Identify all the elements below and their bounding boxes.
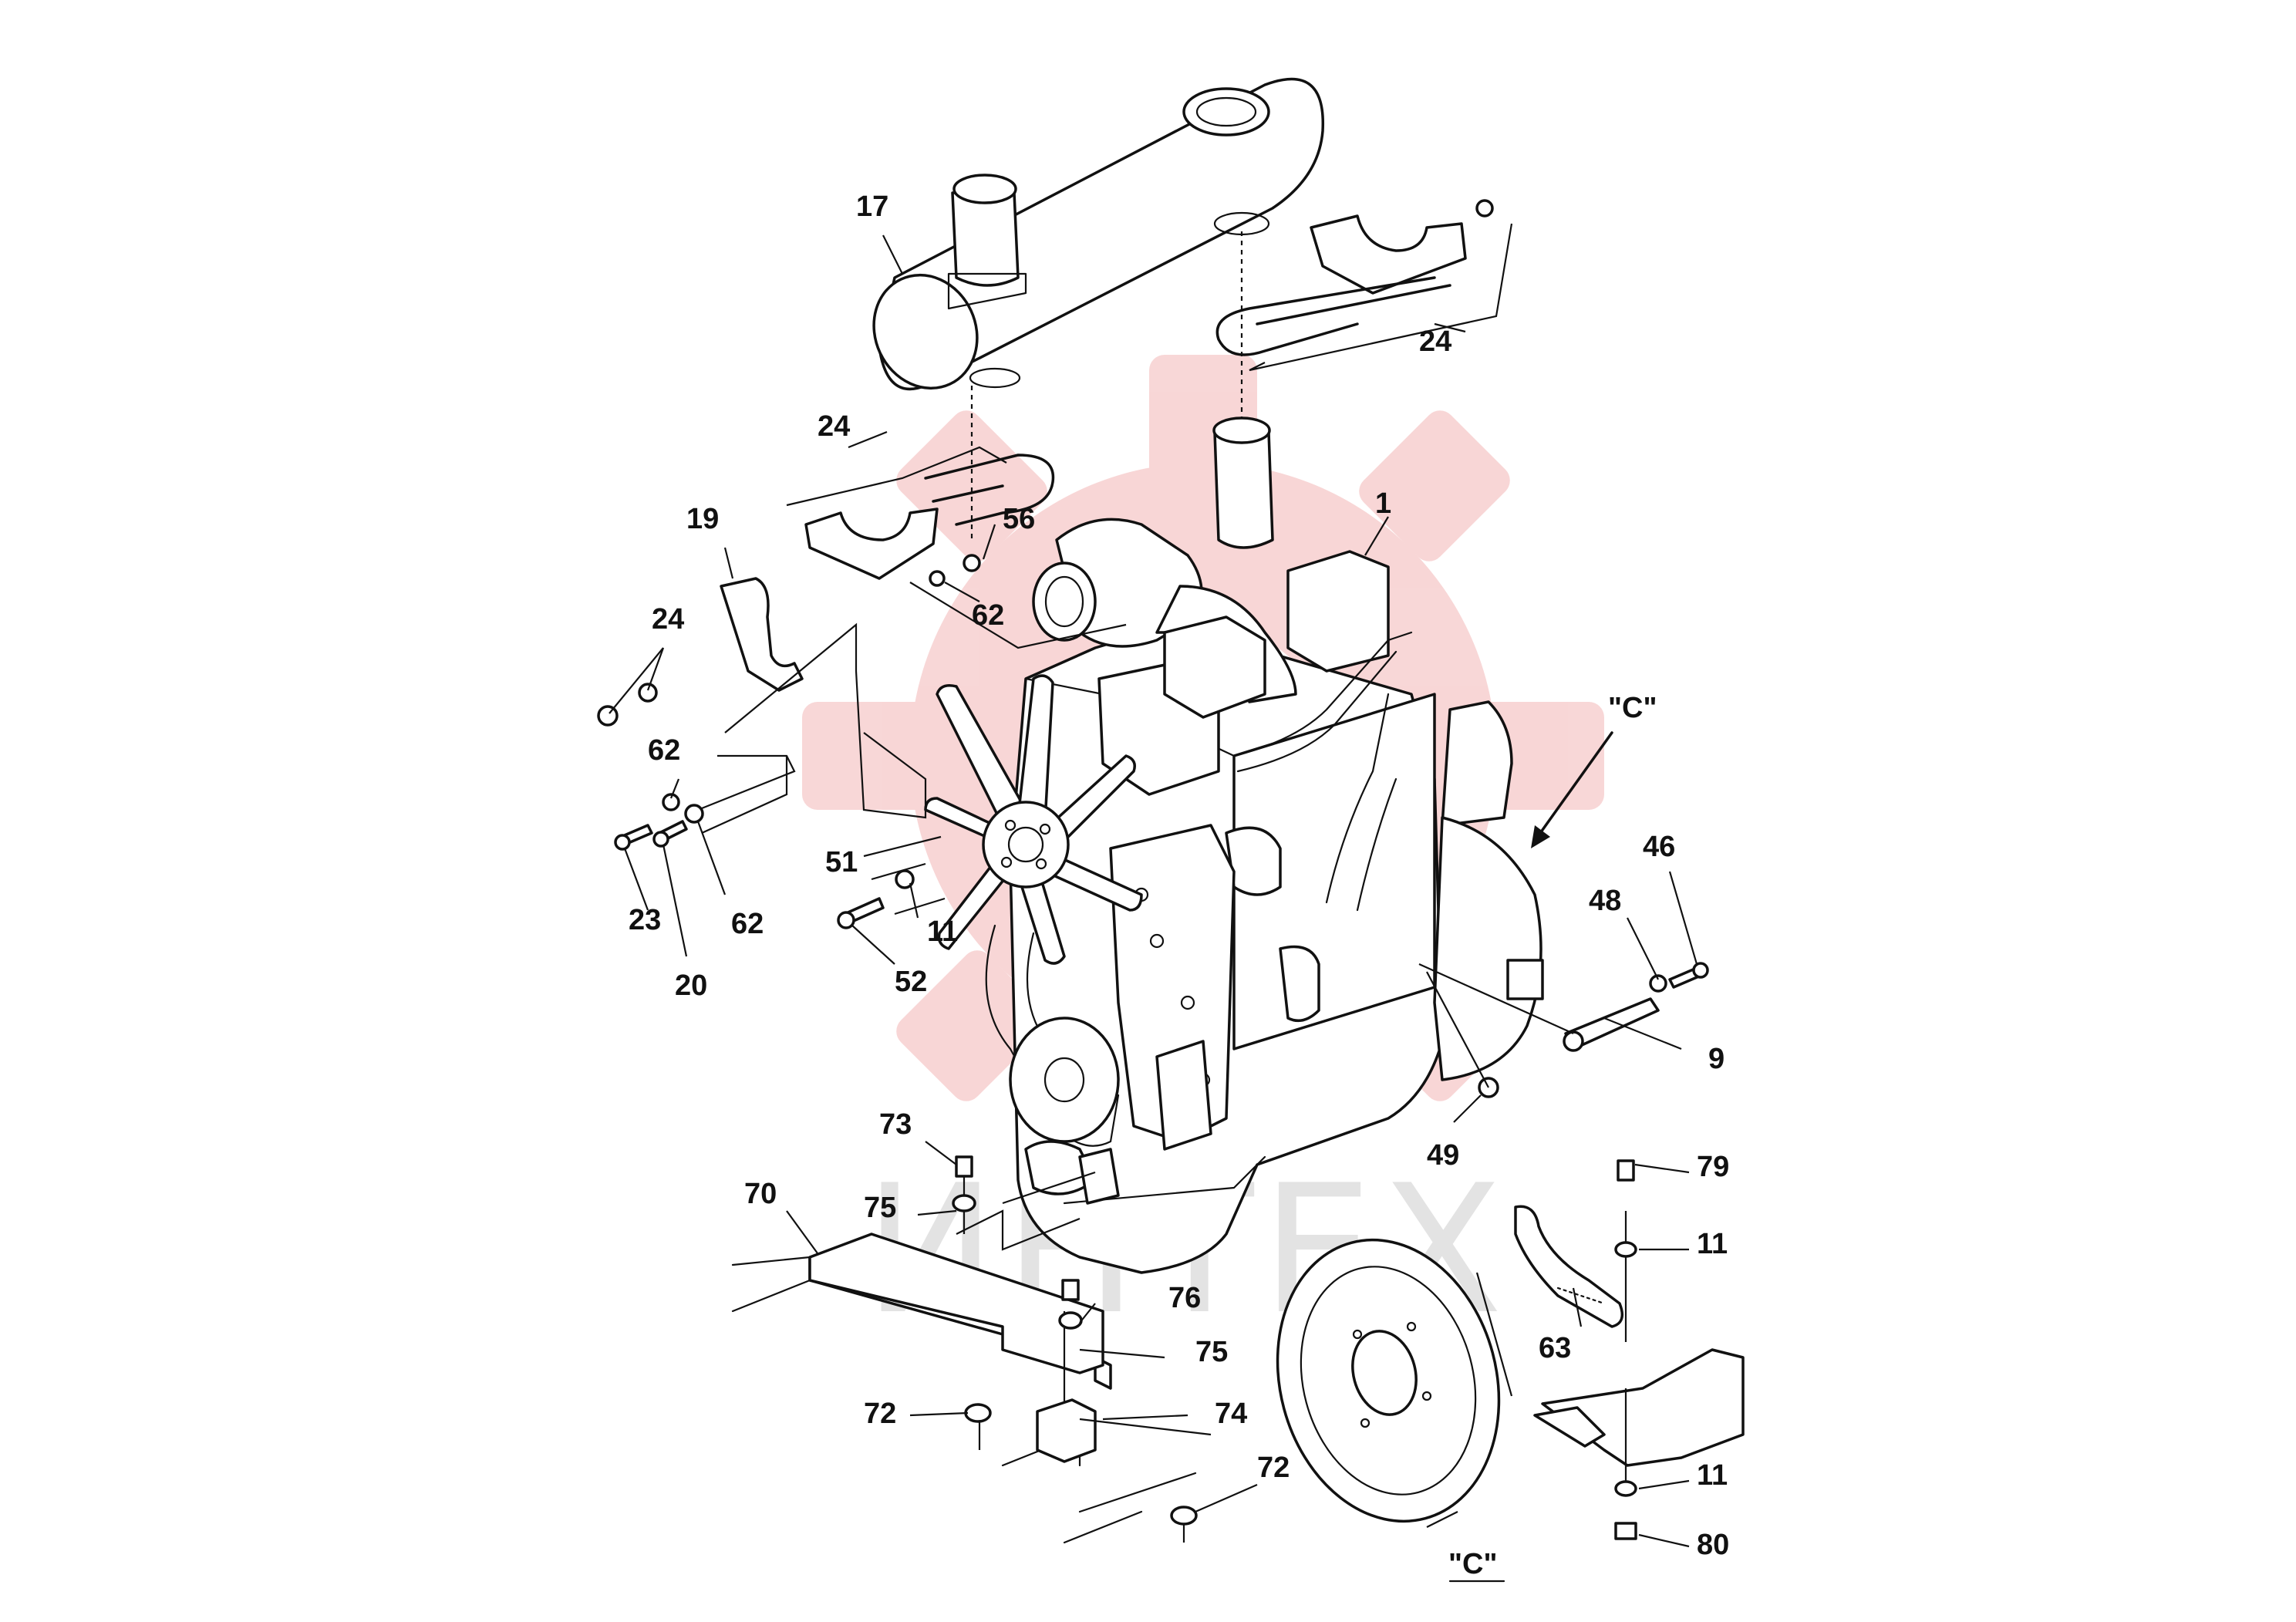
view-c-arrow-label: "C" xyxy=(1608,692,1657,724)
label-17: 17 xyxy=(856,191,888,223)
label-1: 1 xyxy=(1375,487,1391,520)
label-48: 48 xyxy=(1589,885,1621,917)
label-52: 52 xyxy=(895,966,927,998)
view-c-label: "C" xyxy=(1448,1548,1497,1580)
exhaust-clamp-right xyxy=(1215,199,1513,372)
exploded-view-guide-lines xyxy=(697,582,1127,1251)
label-56: 56 xyxy=(1003,503,1035,535)
label-11-upper: 11 xyxy=(1697,1228,1728,1260)
flex-plate-strap xyxy=(1514,1159,1745,1540)
bracket xyxy=(720,577,804,692)
label-76: 76 xyxy=(1168,1282,1201,1314)
label-72-left: 72 xyxy=(864,1398,896,1430)
label-75-upper: 75 xyxy=(864,1192,896,1224)
label-74: 74 xyxy=(1215,1398,1247,1430)
label-72-lower: 72 xyxy=(1257,1452,1290,1484)
label-75-lower: 75 xyxy=(1195,1336,1228,1368)
cooling-fan xyxy=(924,674,1143,965)
label-24-middle: 24 xyxy=(818,410,850,443)
label-62-right: 62 xyxy=(731,908,764,940)
label-46: 46 xyxy=(1643,831,1675,863)
engine-mount-rail xyxy=(731,1155,1198,1544)
muffler xyxy=(872,77,1325,391)
label-73: 73 xyxy=(879,1108,912,1141)
label-20: 20 xyxy=(675,969,707,1002)
view-c-arrow xyxy=(1531,731,1613,848)
label-23: 23 xyxy=(629,904,661,936)
drive-belt-and-pulley xyxy=(985,924,1120,1205)
label-11-fan: 11 xyxy=(927,916,958,948)
label-70: 70 xyxy=(744,1178,777,1210)
label-24-left: 24 xyxy=(652,603,684,636)
label-62-top: 62 xyxy=(972,599,1004,632)
label-9: 9 xyxy=(1708,1043,1725,1075)
label-11-lower: 11 xyxy=(1697,1459,1728,1492)
flywheel xyxy=(1276,1238,1513,1523)
label-51: 51 xyxy=(825,846,858,878)
label-62-left: 62 xyxy=(648,734,680,767)
exhaust-clamp-left xyxy=(786,446,1055,580)
label-19: 19 xyxy=(686,503,719,535)
label-63: 63 xyxy=(1539,1332,1571,1364)
label-79: 79 xyxy=(1697,1151,1729,1183)
label-80: 80 xyxy=(1697,1529,1729,1561)
label-leader-lines xyxy=(609,234,1698,1583)
label-24-upper: 24 xyxy=(1419,325,1451,358)
part-number-labels: 17 1 24 24 19 24 56 62 62 62 23 20 51 11… xyxy=(629,191,1729,1580)
fasteners-left xyxy=(597,554,981,929)
fasteners-right xyxy=(1418,962,1709,1098)
label-49: 49 xyxy=(1427,1139,1459,1172)
